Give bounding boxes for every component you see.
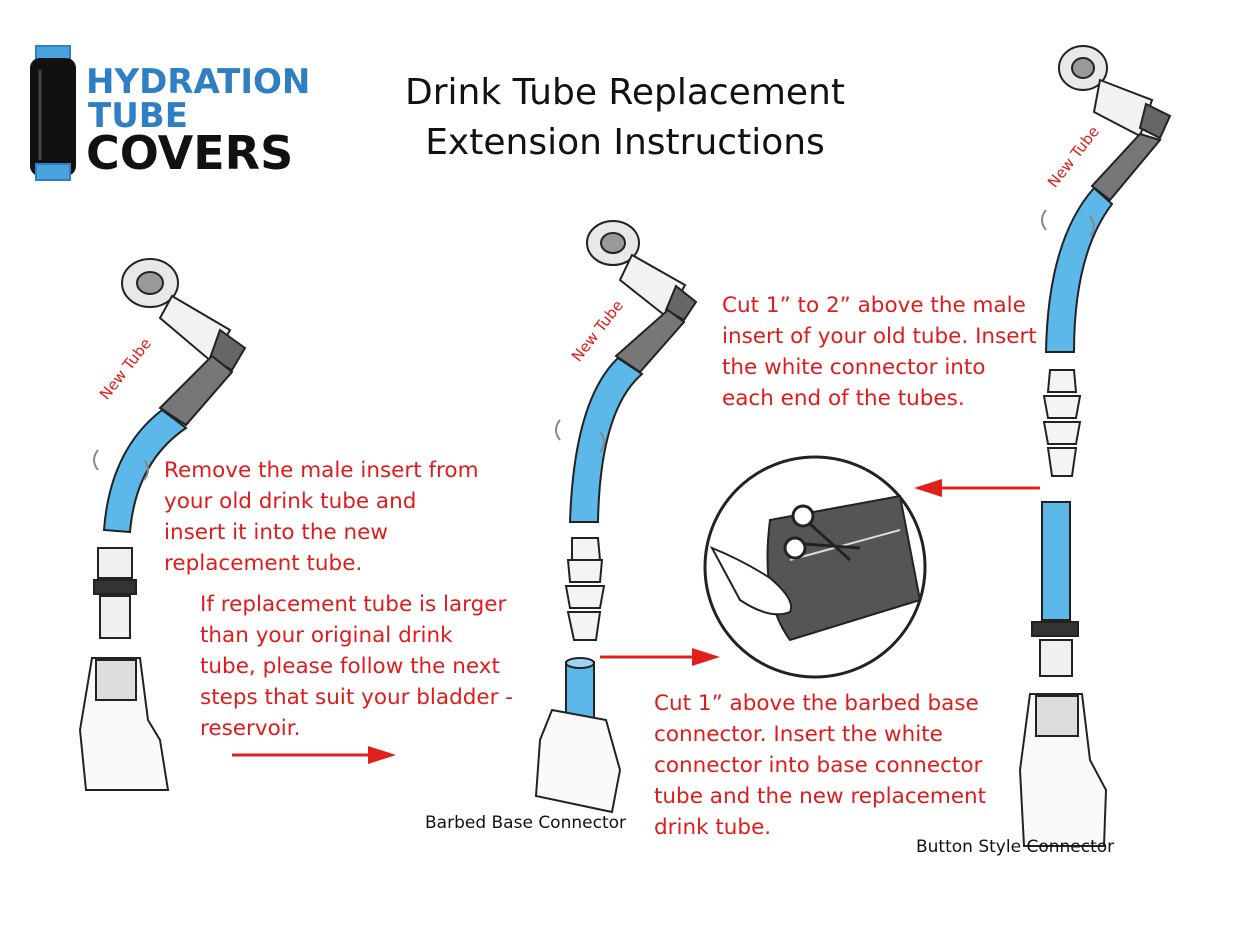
logo-line-3: COVERS — [86, 126, 294, 180]
step2-text: If replacement tube is larger than your … — [200, 589, 513, 744]
barbed-caption: Barbed Base Connector — [425, 813, 626, 833]
step2-line: If replacement tube is larger — [200, 592, 507, 617]
step1-line: Remove the male insert from — [164, 458, 479, 483]
barbed-line: connector. Insert the white — [654, 722, 943, 747]
arrows — [232, 479, 1040, 764]
bottle-icon — [30, 45, 76, 181]
step1-text: Remove the male insert from your old dri… — [164, 455, 479, 579]
step1-line: replacement tube. — [164, 551, 363, 576]
tube-assembly-3 — [1018, 45, 1172, 847]
button-line: insert of your old tube. Insert — [722, 324, 1037, 349]
bite-valve-icon — [121, 258, 247, 372]
barbed-instructions: Cut 1” above the barbed base connector. … — [654, 688, 986, 843]
button-instructions: Cut 1” to 2” above the male insert of yo… — [722, 290, 1037, 414]
arrow-right-2 — [600, 648, 720, 666]
page-title: Drink Tube Replacement Extension Instruc… — [330, 68, 920, 168]
button-caption: Button Style Connector — [916, 837, 1115, 857]
arrow-left-1 — [914, 479, 1040, 497]
step2-line: than your original drink — [200, 623, 453, 648]
barbed-line: Cut 1” above the barbed base — [654, 691, 979, 716]
arrow-right-1 — [232, 746, 396, 764]
barbed-line: connector into base connector — [654, 753, 983, 778]
step2-line: steps that suit your bladder - — [200, 685, 514, 710]
button-line: each end of the tubes. — [722, 386, 965, 411]
step1-line: your old drink tube and — [164, 489, 417, 514]
barbed-line: drink tube. — [654, 815, 772, 840]
step2-line: reservoir. — [200, 716, 301, 741]
barbed-line: tube and the new replacement — [654, 784, 987, 809]
title-line-2: Extension Instructions — [425, 122, 825, 163]
tube-assembly-2 — [534, 220, 698, 814]
title-line-1: Drink Tube Replacement — [405, 72, 845, 113]
step1-line: insert it into the new — [164, 520, 388, 545]
logo-line-2: TUBE — [88, 96, 188, 136]
button-line: Cut 1” to 2” above the male — [722, 293, 1026, 318]
bite-valve-icon — [586, 220, 698, 322]
step2-line: tube, please follow the next — [200, 654, 500, 679]
scissors-icon — [783, 504, 861, 562]
bite-valve-icon — [1058, 45, 1172, 140]
logo-line-1: HYDRATION — [86, 62, 311, 102]
button-line: the white connector into — [722, 355, 986, 380]
tube-assembly-1 — [78, 258, 247, 791]
cutting-illustration — [703, 455, 927, 679]
